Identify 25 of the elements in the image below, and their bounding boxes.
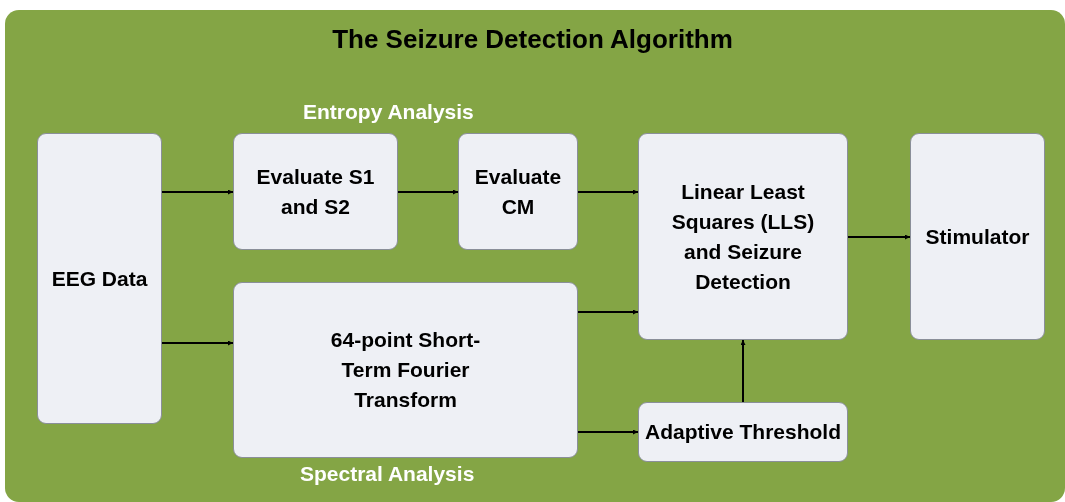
process-box xyxy=(910,133,1045,340)
box-label: EEG Data xyxy=(51,265,148,292)
box-label: 64-point Short-Term Fourier Transform xyxy=(329,327,482,413)
arrow xyxy=(397,189,459,195)
box-label: Adaptive Threshold xyxy=(645,419,841,445)
section-label: Entropy Analysis xyxy=(303,100,474,124)
process-box xyxy=(233,282,578,458)
diagram-title: The Seizure Detection Algorithm xyxy=(331,24,734,55)
arrow xyxy=(161,189,234,195)
arrow xyxy=(577,189,639,195)
process-box xyxy=(233,133,398,250)
process-box xyxy=(638,402,848,462)
arrow xyxy=(161,340,234,346)
arrow xyxy=(577,309,639,315)
arrow xyxy=(847,234,911,240)
process-box xyxy=(458,133,578,250)
arrow xyxy=(740,339,746,403)
box-label: Evaluate S1 and S2 xyxy=(255,163,376,220)
box-label: Stimulator xyxy=(925,223,1030,250)
arrow xyxy=(577,429,639,435)
section-label: Spectral Analysis xyxy=(300,462,475,486)
process-box xyxy=(37,133,162,424)
box-label: Evaluate CM xyxy=(473,163,563,220)
process-box xyxy=(638,133,848,340)
box-label: Linear Least Squares (LLS) and Seizure Detection xyxy=(670,178,816,295)
